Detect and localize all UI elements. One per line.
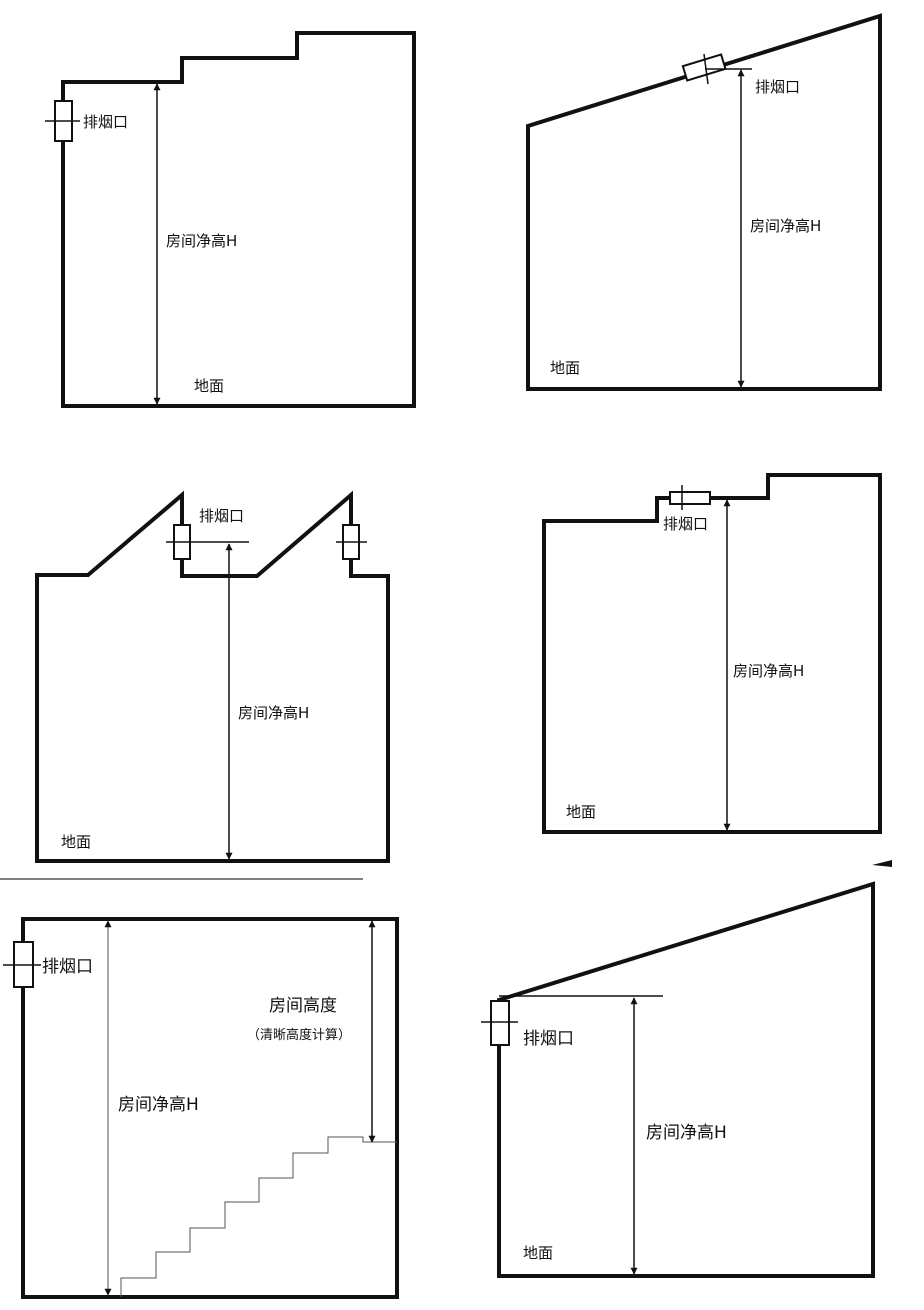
clear-height-label: 房间净高H xyxy=(238,704,309,722)
vent-label: 排烟口 xyxy=(83,113,128,131)
clear-height-label: 房间净高H xyxy=(118,1095,199,1115)
panel-sloped-ceiling-side-vent: 排烟口 房间净高H 地面 xyxy=(481,881,875,1278)
clear-height-label: 房间净高H xyxy=(646,1123,727,1143)
room-outline xyxy=(542,473,882,834)
room-outline xyxy=(497,881,875,1278)
stepped-floor xyxy=(120,1136,397,1297)
panel-sawtooth-roof: 排烟口 房间净高H 地面 xyxy=(35,490,390,863)
floor-label: 地面 xyxy=(523,1244,553,1262)
clear-height-label: 房间净高H xyxy=(733,662,804,680)
vent-label: 排烟口 xyxy=(755,78,800,96)
clear-height-label: 房间净高H xyxy=(750,217,821,235)
room-outline xyxy=(21,917,399,1299)
vent-label: 排烟口 xyxy=(199,507,244,525)
vent-label: 排烟口 xyxy=(663,515,708,533)
floor-label: 地面 xyxy=(566,803,596,821)
room-outline xyxy=(35,490,390,863)
floor-label: 地面 xyxy=(550,359,580,377)
room-outline xyxy=(61,31,416,408)
room-height-note: （清晰高度计算） xyxy=(247,1027,351,1043)
clear-height-label: 房间净高H xyxy=(166,232,237,250)
panel-stepped-floor: 排烟口 房间净高H 房间高度 （清晰高度计算） xyxy=(3,917,399,1299)
floor-label: 地面 xyxy=(194,377,224,395)
vent-icon xyxy=(669,491,711,505)
floor-label: 地面 xyxy=(61,833,91,851)
vent-label: 排烟口 xyxy=(42,957,93,977)
corner-mark xyxy=(872,860,892,867)
panel-sloped-ceiling-top-vent: 排烟口 房间净高H 地面 xyxy=(526,13,882,391)
room-height-label: 房间高度 xyxy=(269,996,337,1016)
vent-label: 排烟口 xyxy=(523,1029,574,1049)
panel-stepped-ceiling-side-vent: 排烟口 房间净高H 地面 xyxy=(45,31,416,408)
vent-icon xyxy=(490,1000,510,1046)
room-outline xyxy=(526,13,882,391)
panel-stepped-ceiling-top-vent: 排烟口 房间净高H 地面 xyxy=(542,473,882,834)
